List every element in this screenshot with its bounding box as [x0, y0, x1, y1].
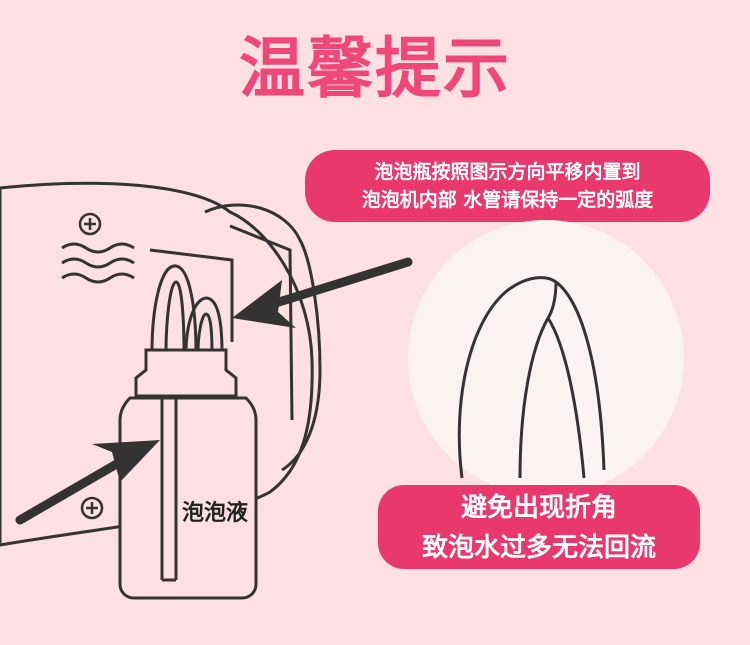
zoom-circle [408, 220, 684, 496]
plus-icon [80, 496, 104, 520]
bubble-bottle [118, 348, 258, 600]
wave-icon [61, 242, 135, 284]
instruction-pill: 泡泡瓶按照图示方向平移内置到 泡泡机内部 水管请保持一定的弧度 [305, 150, 710, 222]
tube-loop [150, 264, 224, 353]
arrow-icon [15, 440, 160, 525]
instruction-line-2: 泡泡机内部 水管请保持一定的弧度 [361, 189, 654, 211]
warning-line-1: 避免出现折角 [460, 493, 617, 523]
plus-icon [78, 212, 102, 236]
warning-line-2: 致泡水过多无法回流 [421, 533, 656, 563]
warning-pill: 避免出现折角 致泡水过多无法回流 [378, 485, 700, 569]
instruction-line-1: 泡泡瓶按照图示方向平移内置到 [374, 161, 641, 183]
tube-closeup [457, 276, 606, 479]
bottle-label: 泡泡液 [182, 501, 249, 526]
page-title: 温馨提示 [239, 30, 511, 107]
arrow-icon [232, 257, 413, 328]
